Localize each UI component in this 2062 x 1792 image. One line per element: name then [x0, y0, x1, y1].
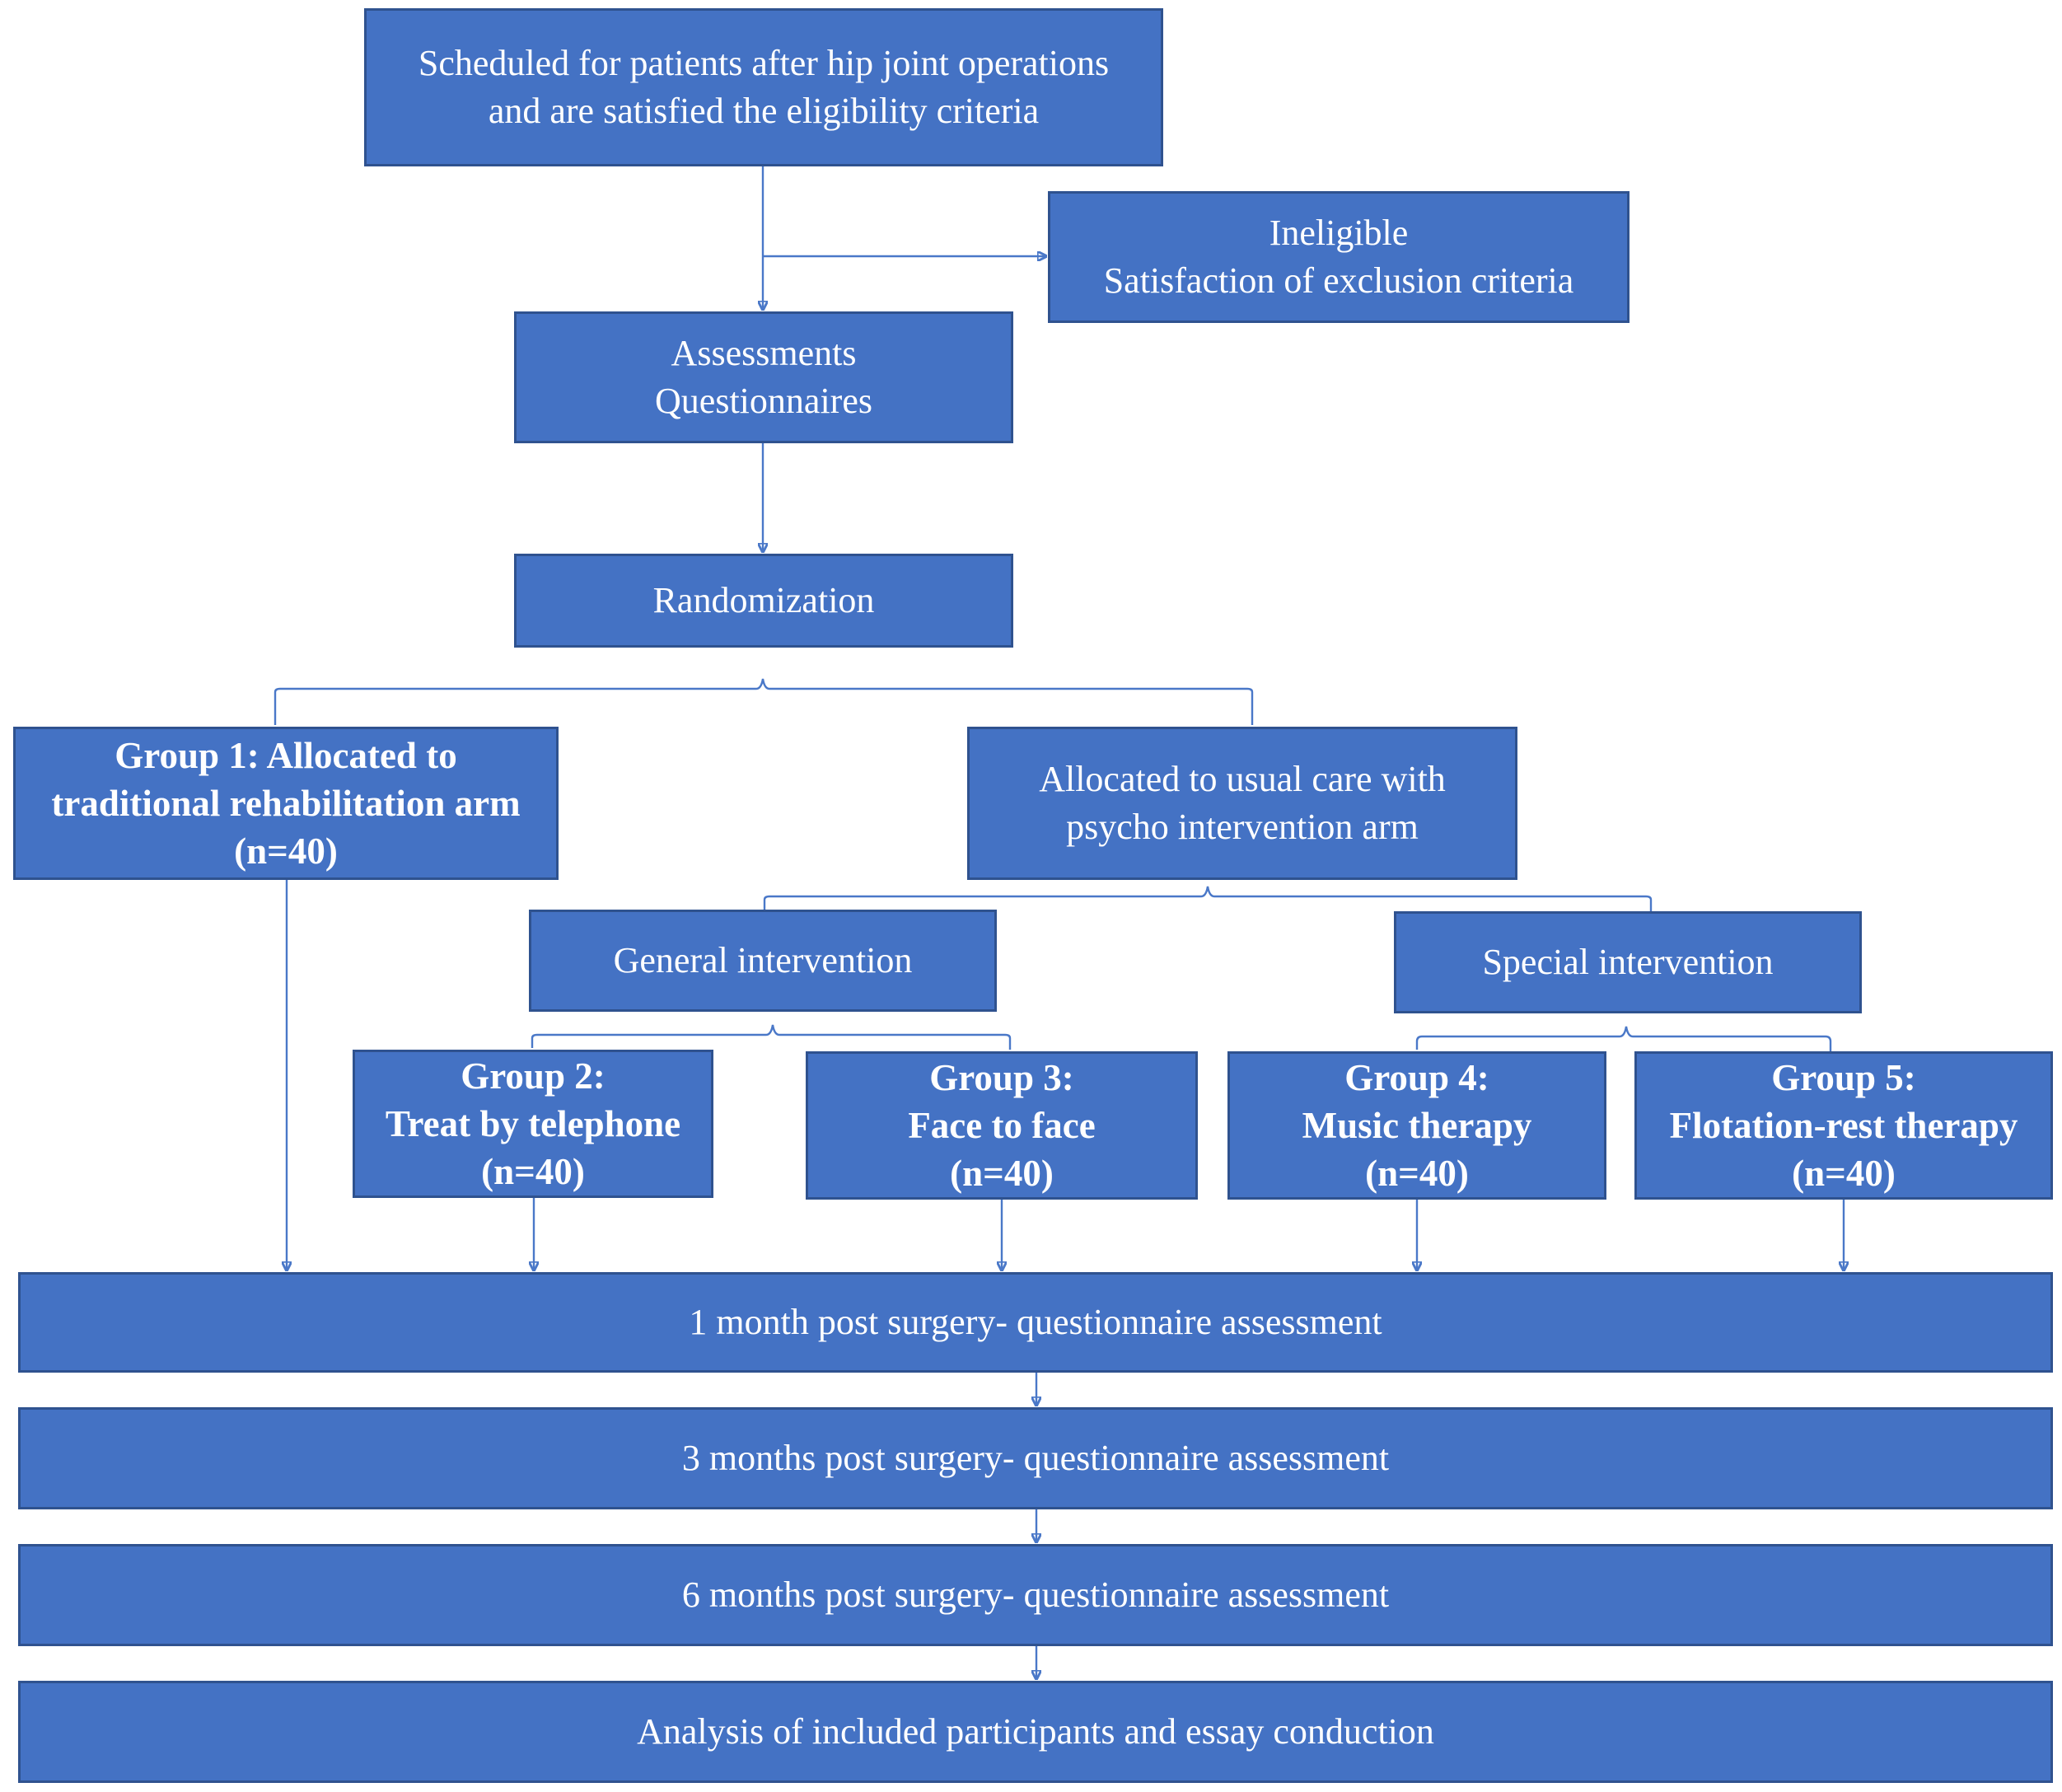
node-randomization-line-1: Randomization — [652, 580, 875, 620]
brace-general — [531, 1024, 1012, 1050]
node-analysis-line-1: Analysis of included participants and es… — [637, 1711, 1434, 1752]
node-group1-line-3: (n=40) — [234, 830, 338, 872]
node-group2-line-1: Group 2: — [461, 1055, 606, 1097]
node-general-intervention: General intervention — [529, 910, 997, 1012]
node-month3: 3 months post surgery- questionnaire ass… — [18, 1407, 2053, 1509]
node-group5-line-1: Group 5: — [1771, 1057, 1916, 1098]
node-scheduled-line-2: and are satisfied the eligibility criter… — [488, 91, 1040, 131]
node-month6-line-1: 6 months post surgery- questionnaire ass… — [681, 1574, 1390, 1615]
node-special-line-1: Special intervention — [1482, 942, 1774, 982]
brace-usual-care — [763, 886, 1653, 911]
brace-randomization — [274, 678, 1254, 725]
node-group4-line-2: Music therapy — [1302, 1105, 1532, 1146]
node-group5-line-2: Flotation-rest therapy — [1669, 1105, 2018, 1146]
node-scheduled-line-1: Scheduled for patients after hip joint o… — [418, 43, 1110, 83]
node-usual-care-line-1: Allocated to usual care with — [1039, 759, 1446, 799]
node-group1-line-2: traditional rehabilitation arm — [51, 783, 521, 824]
node-usual-care-line-2: psycho intervention arm — [1066, 807, 1419, 847]
node-group3: Group 3: Face to face (n=40) — [806, 1051, 1198, 1200]
node-group2: Group 2: Treat by telephone (n=40) — [353, 1050, 713, 1198]
node-group1-line-1: Group 1: Allocated to — [115, 735, 457, 776]
node-assessments-line-1: Assessments — [671, 333, 857, 373]
node-scheduled: Scheduled for patients after hip joint o… — [364, 8, 1163, 166]
node-group2-line-3: (n=40) — [481, 1151, 585, 1192]
node-special-intervention: Special intervention — [1394, 911, 1862, 1013]
node-month3-line-1: 3 months post surgery- questionnaire ass… — [681, 1438, 1390, 1478]
node-group5-line-3: (n=40) — [1792, 1153, 1896, 1194]
node-month6: 6 months post surgery- questionnaire ass… — [18, 1544, 2053, 1646]
node-group3-line-1: Group 3: — [929, 1057, 1074, 1098]
node-ineligible: Ineligible Satisfaction of exclusion cri… — [1048, 191, 1629, 323]
node-group1: Group 1: Allocated to traditional rehabi… — [13, 727, 559, 880]
node-randomization: Randomization — [514, 554, 1013, 648]
node-month1: 1 month post surgery- questionnaire asse… — [18, 1272, 2053, 1373]
node-general-line-1: General intervention — [613, 940, 913, 980]
node-ineligible-line-2: Satisfaction of exclusion criteria — [1103, 260, 1574, 301]
node-group2-line-2: Treat by telephone — [385, 1103, 681, 1144]
node-group4-line-1: Group 4: — [1344, 1057, 1489, 1098]
node-month1-line-1: 1 month post surgery- questionnaire asse… — [689, 1302, 1382, 1342]
node-ineligible-line-1: Ineligible — [1269, 213, 1409, 253]
node-group5: Group 5: Flotation-rest therapy (n=40) — [1634, 1051, 2053, 1200]
node-usual-care: Allocated to usual care with psycho inte… — [967, 727, 1517, 880]
node-group4: Group 4: Music therapy (n=40) — [1227, 1051, 1606, 1200]
node-group3-line-2: Face to face — [908, 1105, 1096, 1146]
node-assessments-line-2: Questionnaires — [655, 381, 872, 421]
node-group3-line-3: (n=40) — [950, 1153, 1054, 1194]
brace-special — [1415, 1026, 1832, 1051]
node-assessments: Assessments Questionnaires — [514, 311, 1013, 443]
node-analysis: Analysis of included participants and es… — [18, 1681, 2053, 1783]
node-group4-line-3: (n=40) — [1365, 1153, 1469, 1194]
